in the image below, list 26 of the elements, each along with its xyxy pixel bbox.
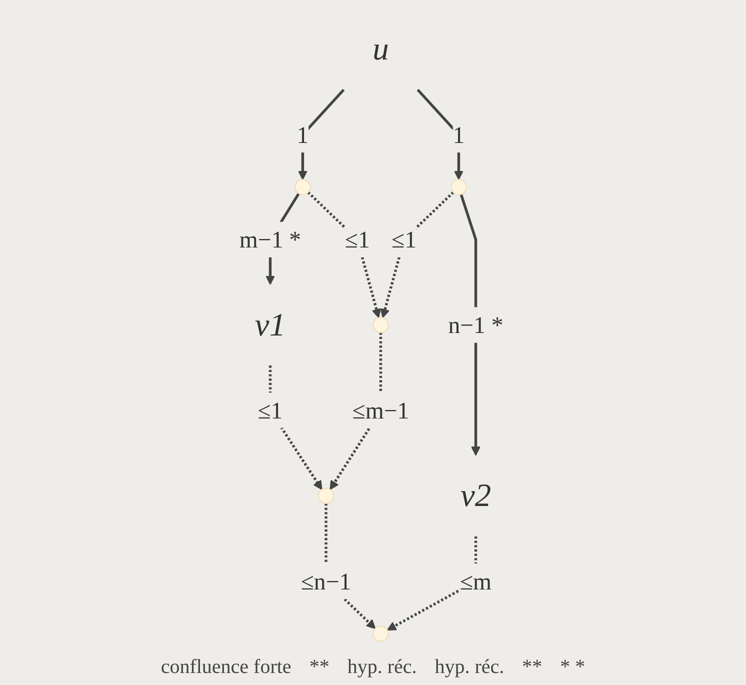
node-text: u — [372, 31, 389, 68]
note-text: ** — [309, 656, 330, 679]
node-point — [372, 626, 389, 642]
node-point — [450, 179, 467, 196]
edge-label: ≤m−1 — [352, 396, 410, 424]
edge-label: ≤n−1 — [300, 568, 352, 595]
node-point — [372, 316, 389, 334]
note-text: hyp. réc. — [434, 656, 504, 679]
edge-label: 1 — [296, 121, 309, 148]
node-point — [318, 488, 334, 504]
note-text: confluence forte — [160, 656, 292, 679]
node-text: v2 — [460, 478, 492, 514]
arrow — [307, 191, 382, 318]
edge-label: m−1 * — [239, 226, 302, 254]
edge-label: 1 — [452, 121, 465, 148]
arrow — [380, 191, 454, 318]
note-text: * * — [560, 656, 586, 679]
note-text: ** — [522, 656, 542, 679]
edge-label: ≤m — [460, 568, 492, 595]
node-point — [294, 179, 311, 196]
note-text: hyp. réc. — [347, 656, 417, 679]
edge-label: n−1 * — [448, 311, 504, 339]
edge-label: ≤1 — [344, 226, 370, 254]
edge-label: ≤1 — [258, 396, 283, 424]
node-text: v1 — [254, 307, 286, 343]
edge-label: ≤1 — [392, 226, 416, 254]
